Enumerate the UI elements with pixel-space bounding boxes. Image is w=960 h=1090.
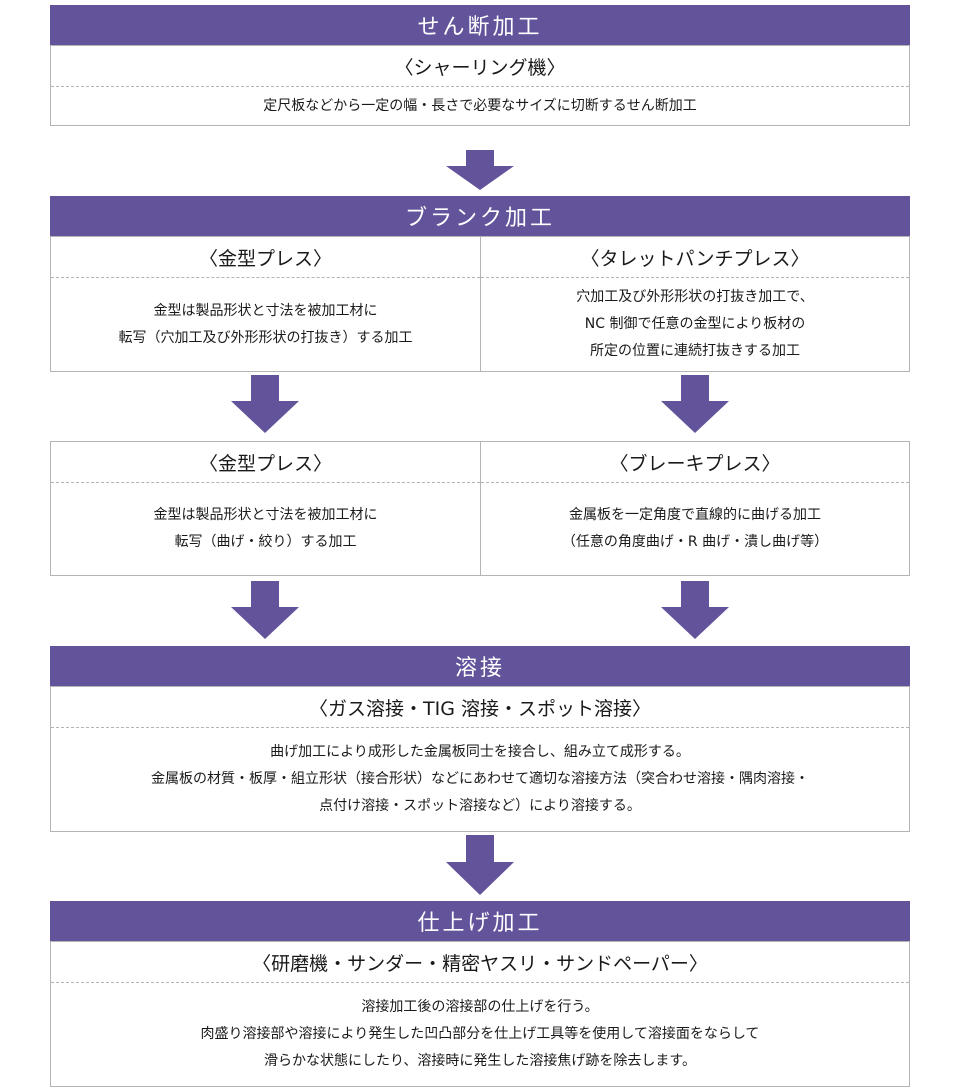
finishing-box: 〈研磨機・サンダー・精密ヤスリ・サンドペーパー〉 溶接加工後の溶接部の仕上げを行… (50, 941, 910, 1087)
finishing-subtitle: 〈研磨機・サンダー・精密ヤスリ・サンドペーパー〉 (51, 942, 909, 983)
arrow-down-icon (661, 375, 729, 433)
section-welding: 溶接 〈ガス溶接・TIG 溶接・スポット溶接〉 曲げ加工により成形した金属板同士… (50, 646, 910, 832)
welding-line: 金属板の材質・板厚・組立形状（接合形状）などにあわせて適切な溶接方法（突合わせ溶… (151, 771, 809, 787)
blank-right-line: 穴加工及び外形形状の打抜き加工で、 (576, 289, 814, 305)
bending-right-description: 金属板を一定角度で直線的に曲げる加工 （任意の角度曲げ・R 曲げ・潰し曲げ等） (481, 483, 909, 575)
bending-right-line: （任意の角度曲げ・R 曲げ・潰し曲げ等） (561, 534, 829, 550)
blank-right-line: 所定の位置に連続打抜きする加工 (590, 343, 800, 359)
finishing-description: 溶接加工後の溶接部の仕上げを行う。 肉盛り溶接部や溶接により発生した凹凸部分を仕… (51, 983, 909, 1086)
blank-left-subtitle: 〈金型プレス〉 (51, 237, 480, 278)
finishing-line: 溶接加工後の溶接部の仕上げを行う。 (361, 999, 599, 1015)
blank-right-line: NC 制御で任意の金型により板材の (584, 316, 806, 332)
bending-right-line: 金属板を一定角度で直線的に曲げる加工 (569, 507, 821, 523)
bending-left-description: 金型は製品形状と寸法を被加工材に 転写（曲げ・絞り）する加工 (51, 483, 480, 575)
blank-right-column: 〈タレットパンチプレス〉 穴加工及び外形形状の打抜き加工で、 NC 制御で任意の… (480, 237, 909, 371)
bending-left-line: 転写（曲げ・絞り）する加工 (174, 534, 357, 550)
arrow-down-icon (446, 150, 514, 190)
shearing-subtitle: 〈シャーリング機〉 (51, 46, 909, 87)
blank-left-line: 金型は製品形状と寸法を被加工材に (153, 302, 378, 319)
section-title-blank: ブランク加工 (50, 196, 910, 236)
welding-subtitle: 〈ガス溶接・TIG 溶接・スポット溶接〉 (51, 687, 909, 728)
section-title-finishing: 仕上げ加工 (50, 901, 910, 941)
shearing-line: 定尺板などから一定の幅・長さで必要なサイズに切断するせん断加工 (263, 97, 697, 114)
welding-description: 曲げ加工により成形した金属板同士を接合し、組み立て成形する。 金属板の材質・板厚… (51, 728, 909, 831)
bending-left-column: 〈金型プレス〉 金型は製品形状と寸法を被加工材に 転写（曲げ・絞り）する加工 (51, 442, 480, 575)
blank-right-description: 穴加工及び外形形状の打抜き加工で、 NC 制御で任意の金型により板材の 所定の位… (481, 278, 909, 371)
section-title-welding: 溶接 (50, 646, 910, 686)
blank-left-line: 転写（穴加工及び外形形状の打抜き）する加工 (118, 329, 413, 346)
section-title-shearing: せん断加工 (50, 5, 910, 45)
section-blank: ブランク加工 〈金型プレス〉 金型は製品形状と寸法を被加工材に 転写（穴加工及び… (50, 196, 910, 372)
blank-box: 〈金型プレス〉 金型は製品形状と寸法を被加工材に 転写（穴加工及び外形形状の打抜… (50, 236, 910, 372)
section-finishing: 仕上げ加工 〈研磨機・サンダー・精密ヤスリ・サンドペーパー〉 溶接加工後の溶接部… (50, 901, 910, 1087)
arrow-down-icon (231, 375, 299, 433)
finishing-line: 肉盛り溶接部や溶接により発生した凹凸部分を仕上げ工具等を使用して溶接面をならして (200, 1026, 760, 1042)
bending-box: 〈金型プレス〉 金型は製品形状と寸法を被加工材に 転写（曲げ・絞り）する加工 〈… (50, 441, 910, 576)
bending-left-subtitle: 〈金型プレス〉 (51, 442, 480, 483)
blank-left-description: 金型は製品形状と寸法を被加工材に 転写（穴加工及び外形形状の打抜き）する加工 (51, 278, 480, 371)
finishing-line: 滑らかな状態にしたり、溶接時に発生した溶接焦げ跡を除去します。 (263, 1053, 697, 1069)
welding-box: 〈ガス溶接・TIG 溶接・スポット溶接〉 曲げ加工により成形した金属板同士を接合… (50, 686, 910, 832)
section-shearing: せん断加工 〈シャーリング機〉 定尺板などから一定の幅・長さで必要なサイズに切断… (50, 5, 910, 126)
blank-right-subtitle: 〈タレットパンチプレス〉 (481, 237, 909, 278)
arrow-down-icon (231, 581, 299, 639)
arrow-down-icon (661, 581, 729, 639)
arrow-down-icon (446, 835, 514, 895)
welding-line: 曲げ加工により成形した金属板同士を接合し、組み立て成形する。 (270, 744, 690, 760)
bending-right-subtitle: 〈ブレーキプレス〉 (481, 442, 909, 483)
welding-line: 点付け溶接・スポット溶接など）により溶接する。 (319, 798, 641, 814)
shearing-box: 〈シャーリング機〉 定尺板などから一定の幅・長さで必要なサイズに切断するせん断加… (50, 45, 910, 126)
section-bending: 〈金型プレス〉 金型は製品形状と寸法を被加工材に 転写（曲げ・絞り）する加工 〈… (50, 441, 910, 576)
bending-left-line: 金型は製品形状と寸法を被加工材に (153, 507, 378, 523)
bending-right-column: 〈ブレーキプレス〉 金属板を一定角度で直線的に曲げる加工 （任意の角度曲げ・R … (480, 442, 909, 575)
shearing-description: 定尺板などから一定の幅・長さで必要なサイズに切断するせん断加工 (51, 87, 909, 125)
blank-left-column: 〈金型プレス〉 金型は製品形状と寸法を被加工材に 転写（穴加工及び外形形状の打抜… (51, 237, 480, 371)
